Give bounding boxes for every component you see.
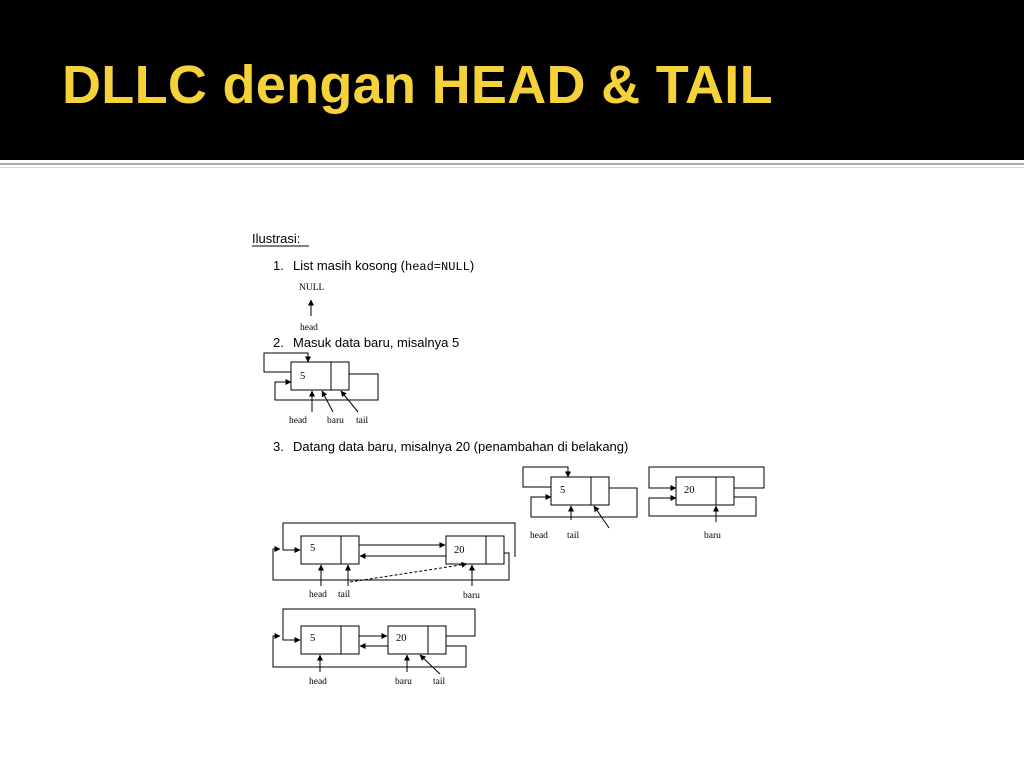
head-label: head (309, 590, 327, 600)
step-3-number: 3. (273, 439, 284, 454)
node-box (290, 361, 350, 391)
diagram-empty-list: NULL head (299, 283, 325, 333)
head-label: head (300, 323, 318, 333)
circular-link-top (282, 608, 476, 643)
circular-link-top (282, 522, 516, 557)
diagram-linking: 5 20 head tail baru (272, 522, 516, 601)
node-value: 5 (310, 633, 315, 644)
head-label: head (289, 416, 307, 426)
tail-label: tail (356, 416, 368, 426)
head-arrow (593, 505, 610, 529)
head-label: head (309, 677, 327, 687)
illustration-heading: Ilustrasi: (252, 231, 300, 246)
header-divider-thin (0, 167, 1024, 168)
node-box (445, 535, 505, 565)
tail-label: tail (433, 677, 445, 687)
step-1-number: 1. (273, 258, 284, 273)
tail-label: tail (567, 531, 579, 541)
node-box (550, 476, 610, 506)
baru-label: baru (463, 591, 480, 601)
node-value: 20 (454, 545, 465, 556)
step-2-text: Masuk data baru, misalnya 5 (293, 335, 459, 350)
node-box (300, 625, 360, 655)
diagram-final-list: 5 20 head baru tail (272, 608, 476, 687)
null-label: NULL (299, 283, 325, 293)
tail-label: tail (338, 590, 350, 600)
step-3-text: Datang data baru, misalnya 20 (penambaha… (293, 439, 628, 454)
diagram-new-node: 20 baru (648, 466, 765, 541)
slide-title: DLLC dengan HEAD & TAIL (62, 55, 773, 115)
tail-move-dashed (349, 561, 468, 583)
next-circular-link (648, 495, 757, 517)
diagram-existing-node: 5 head tail (522, 466, 638, 541)
node-box (675, 476, 735, 506)
node-value: 5 (300, 371, 305, 382)
tail-arrow (340, 390, 359, 413)
node-value: 5 (310, 543, 315, 554)
node-value: 20 (684, 485, 695, 496)
header-divider (0, 163, 1024, 165)
tail-arrow (419, 654, 441, 675)
prev-circular-link (522, 466, 571, 488)
circular-link-bottom (272, 546, 510, 581)
diagram-single-node: 5 head baru tail (263, 352, 379, 426)
baru-label: baru (704, 531, 721, 541)
prev-circular-link (648, 466, 765, 491)
slide-header (0, 0, 1024, 160)
next-circular-link (530, 487, 638, 518)
node-value: 20 (396, 633, 407, 644)
node-box (300, 535, 360, 565)
node-value: 5 (560, 485, 565, 496)
baru-arrow (321, 390, 334, 413)
step-2-number: 2. (273, 335, 284, 350)
prev-circular-link (263, 352, 311, 373)
baru-label: baru (327, 416, 344, 426)
step-1-text: List masih kosong (head=NULL) (293, 258, 474, 274)
baru-label: baru (395, 677, 412, 687)
node-box (387, 625, 447, 655)
circular-link-bottom (272, 633, 467, 668)
head-label: head (530, 531, 548, 541)
